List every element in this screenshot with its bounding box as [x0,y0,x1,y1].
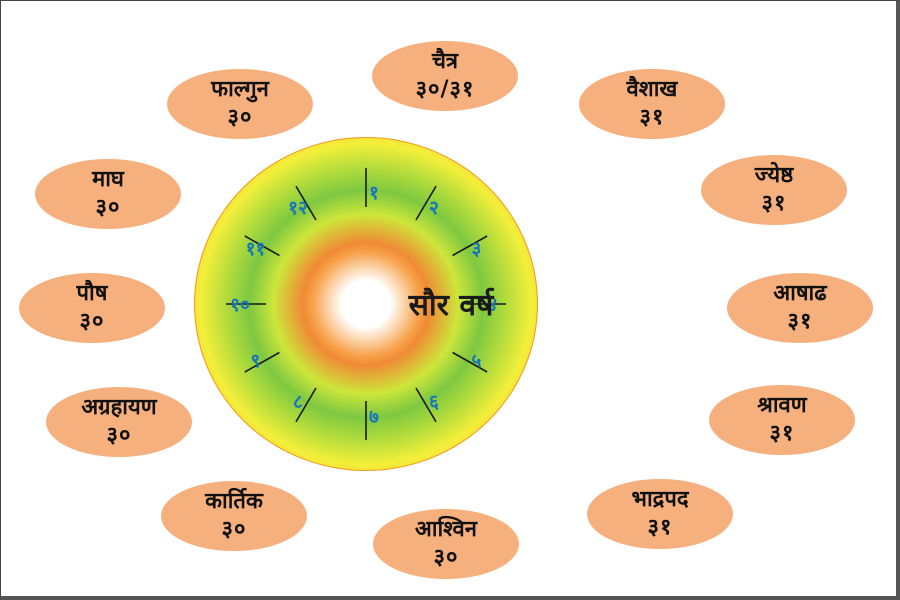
wheel-number-2: २ [429,197,439,219]
wheel-number-7: ७ [369,406,379,428]
month-name: भाद्रपद [631,487,689,512]
month-days: ३० [227,105,253,130]
month-magh: माघ ३० [35,159,181,229]
month-name: आश्विन [415,517,477,542]
month-name: फाल्गुन [211,77,269,102]
wheel-number-11: ११ [246,238,266,260]
month-agrahayan: अग्रहायण ३० [46,387,192,457]
month-name: कार्तिक [205,489,263,514]
wheel-number-10: १० [230,294,250,316]
month-kartik: कार्तिक ३० [161,481,307,551]
month-ashwin: आश्विन ३० [373,509,519,579]
wheel-number-4: ४ [487,294,497,316]
month-ashadh: आषाढ ३१ [727,273,873,343]
wheel-tick-3 [452,235,488,257]
month-bhadrapad: भाद्रपद ३१ [587,479,733,549]
month-days: ३०/३१ [415,77,475,102]
month-name: श्रावण [757,393,807,418]
month-days: ३१ [787,309,813,334]
month-name: वैशाख [626,77,678,102]
month-name: ज्येष्ठ [754,163,794,188]
month-name: अग्रहायण [81,395,157,420]
month-name: पौष [76,281,108,306]
month-jyeshtha: ज्येष्ठ ३१ [701,155,847,225]
month-chaitra: चैत्र ३०/३१ [372,41,518,111]
month-days: ३१ [639,105,665,130]
month-days: ३० [79,309,105,334]
wheel-tick-2 [415,185,437,221]
month-paush: पौष ३० [19,273,165,343]
wheel-tick-11 [244,235,280,257]
wheel-number-1: १ [369,182,379,204]
wheel-number-12: १२ [288,197,308,219]
month-name: माघ [92,167,124,192]
month-phalgun: फाल्गुन ३० [167,69,313,139]
month-name: आषाढ [773,281,827,306]
wheel-tick-9 [244,351,280,373]
month-days: ३० [433,545,459,570]
month-days: ३० [106,423,132,448]
month-days: ३० [221,517,247,542]
month-days: ३० [95,195,121,220]
month-shravan: श्रावण ३१ [709,385,855,455]
wheel-number-3: ३ [472,238,482,260]
month-name: चैत्र [431,49,459,74]
wheel-number-8: ८ [293,391,303,413]
wheel-tick-6 [415,387,437,423]
wheel-tick-8 [295,387,317,423]
wheel-tick-5 [452,351,488,373]
wheel-number-5: ५ [472,350,482,372]
month-vaishakh: वैशाख ३१ [579,69,725,139]
month-days: ३१ [647,515,673,540]
center-title: सौर वर्ष [408,288,494,323]
wheel-number-6: ६ [429,391,439,413]
month-days: ३१ [769,421,795,446]
wheel-number-9: ९ [251,350,261,372]
wheel-tick-12 [295,185,317,221]
month-days: ३१ [761,191,787,216]
